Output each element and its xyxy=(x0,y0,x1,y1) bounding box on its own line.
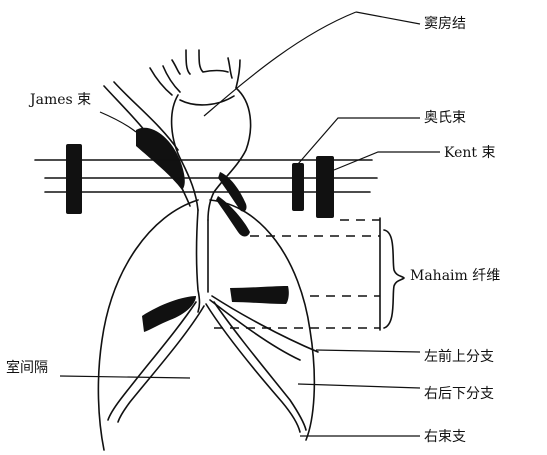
label-aoshi: 奥氏束 xyxy=(424,109,466,126)
kent-bundle-block xyxy=(316,156,334,218)
left-accessory-block xyxy=(66,144,82,214)
av-node-fibers xyxy=(216,172,250,237)
bundle-branches xyxy=(108,296,318,432)
label-kent: Kent 束 xyxy=(444,145,495,161)
aoshi-bundle-block xyxy=(292,163,304,211)
label-septum: 室间隔 xyxy=(6,359,48,376)
label-sa-node: 窦房结 xyxy=(424,16,466,32)
ventricle-outline xyxy=(98,200,314,450)
label-mahaim: Mahaim 纤维 xyxy=(410,268,500,284)
leader-lines xyxy=(60,12,440,436)
mahaim-block xyxy=(230,286,289,304)
label-james: James 束 xyxy=(28,92,91,108)
mahaim-brace xyxy=(384,230,404,328)
label-rbb: 右束支 xyxy=(424,429,466,445)
his-bundle xyxy=(197,210,209,312)
james-bundle xyxy=(104,82,190,206)
label-lafb: 左前上分支 xyxy=(424,348,494,365)
vessel-branches xyxy=(150,50,240,95)
label-lpfb: 右后下分支 xyxy=(424,386,494,402)
